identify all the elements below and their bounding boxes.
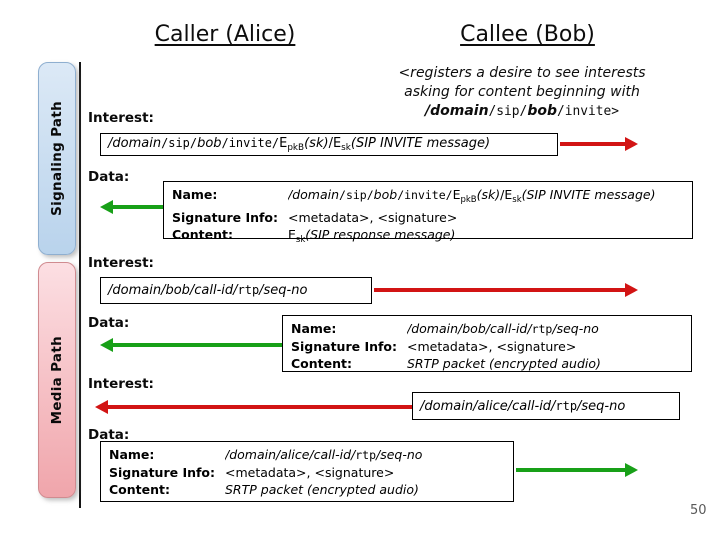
data3-name-value: /domain/alice/call-id/rtp/seq-no	[225, 447, 423, 462]
data-label-1: Data:	[88, 169, 130, 185]
page-number: 50	[690, 503, 707, 518]
data2-arrow-left-icon	[100, 338, 282, 352]
interest-box-3: /domain/alice/call-id/rtp/seq-no	[412, 392, 680, 420]
data1-content-row: Content: Esk(SIP response message)	[172, 226, 686, 249]
data3-signature-value: <metadata>, <signature>	[225, 465, 395, 480]
data2-signature-row: Signature Info: <metadata>, <signature>	[291, 338, 685, 355]
data2-signature-value: <metadata>, <signature>	[407, 339, 577, 354]
signaling-path-label: Signaling Path	[49, 101, 65, 216]
data1-arrow-left-icon	[100, 200, 164, 214]
interest-name-1: /domain/sip/bob/invite/EpkB(sk)/Esk(SIP …	[108, 135, 491, 154]
data3-name-row: Name: /domain/alice/call-id/rtp/seq-no	[109, 446, 507, 464]
interest-label-1: Interest:	[88, 110, 154, 126]
data2-content-row: Content: SRTP packet (encrypted audio)	[291, 355, 685, 372]
interest-box-1: /domain/sip/bob/invite/EpkB(sk)/Esk(SIP …	[100, 133, 558, 156]
media-path-bar: Media Path	[38, 262, 76, 498]
content-label: Content:	[109, 482, 170, 497]
data2-name-value: /domain/bob/call-id/rtp/seq-no	[407, 321, 599, 336]
name-label: Name:	[109, 447, 155, 462]
data-box-1: Name: /domain/sip/bob/invite/EpkB(sk)/Es…	[163, 181, 693, 245]
data3-signature-row: Signature Info: <metadata>, <signature>	[109, 464, 507, 481]
media-path-label: Media Path	[49, 335, 65, 425]
data1-signature-row: Signature Info: <metadata>, <signature>	[172, 209, 686, 226]
data1-name-value: /domain/sip/bob/invite/EpkB(sk)/Esk(SIP …	[288, 187, 656, 205]
data1-name-row: Name: /domain/sip/bob/invite/EpkB(sk)/Es…	[172, 186, 686, 209]
data2-name-row: Name: /domain/bob/call-id/rtp/seq-no	[291, 320, 685, 338]
data2-content-value: SRTP packet (encrypted audio)	[407, 356, 601, 371]
interest-label-2: Interest:	[88, 255, 154, 271]
data3-content-value: SRTP packet (encrypted audio)	[225, 482, 419, 497]
caller-header: Caller (Alice)	[154, 22, 296, 47]
data-label-2: Data:	[88, 315, 130, 331]
registration-note: <registers a desire to see interests ask…	[372, 64, 672, 121]
name-label: Name:	[172, 187, 218, 202]
data-box-2: Name: /domain/bob/call-id/rtp/seq-no Sig…	[282, 315, 692, 372]
name-label: Name:	[291, 321, 337, 336]
signature-label: Signature Info:	[291, 339, 398, 354]
registration-note-line3: /domain/sip/bob/invite>	[424, 103, 619, 119]
content-label: Content:	[291, 356, 352, 371]
interest-name-2: /domain/bob/call-id/rtp/seq-no	[108, 283, 308, 298]
data3-arrow-right-icon	[516, 463, 638, 477]
registration-note-line2: asking for content beginning with	[404, 84, 640, 100]
registration-note-line1: <registers a desire to see interests	[398, 65, 646, 81]
content-label: Content:	[172, 226, 233, 242]
caller-lifeline	[79, 62, 81, 508]
data1-content-value: Esk(SIP response message)	[288, 226, 456, 245]
data-box-3: Name: /domain/alice/call-id/rtp/seq-no S…	[100, 441, 514, 502]
callee-header: Callee (Bob)	[460, 22, 595, 47]
interest1-arrow-right-icon	[560, 137, 638, 151]
interest-name-3: /domain/alice/call-id/rtp/seq-no	[420, 398, 626, 414]
signature-label: Signature Info:	[109, 465, 216, 480]
data1-signature-value: <metadata>, <signature>	[288, 209, 458, 225]
interest3-arrow-left-icon	[95, 400, 412, 414]
signature-label: Signature Info:	[172, 209, 279, 225]
signaling-path-bar: Signaling Path	[38, 62, 76, 255]
data3-content-row: Content: SRTP packet (encrypted audio)	[109, 481, 507, 498]
interest2-arrow-right-icon	[374, 283, 638, 297]
data-label-3: Data:	[88, 427, 130, 443]
interest-box-2: /domain/bob/call-id/rtp/seq-no	[100, 277, 372, 304]
interest-label-3: Interest:	[88, 376, 154, 392]
